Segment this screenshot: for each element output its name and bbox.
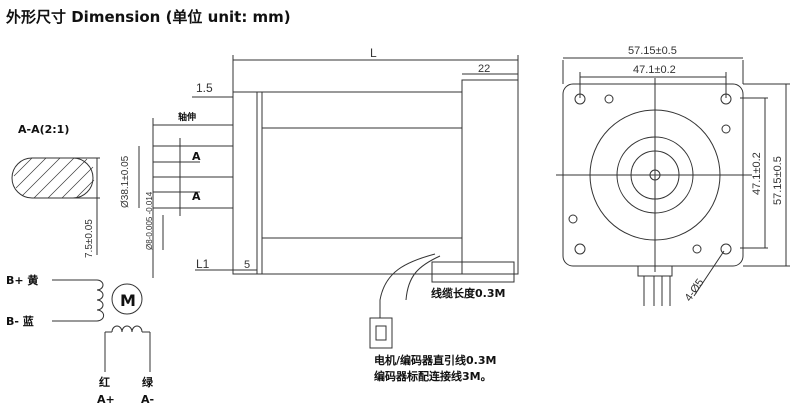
dim-22: 22 xyxy=(478,63,490,75)
cable-boot-front xyxy=(637,265,673,277)
motor-symbol-label: M xyxy=(120,291,136,310)
front-view: 57.15±0.5 47.1±0.2 47.1±0.2 57.15±0.5 xyxy=(556,45,790,306)
wire-color-green: 绿 xyxy=(142,375,154,389)
wiring-schematic: B+ 黄 B- 蓝 M 红 绿 A+ A- xyxy=(6,273,154,406)
coil-a xyxy=(111,325,143,333)
section-view: A-A(2:1) 7.5±0.05 xyxy=(11,123,100,258)
dim-L1: L1 xyxy=(196,257,210,271)
coil-b xyxy=(96,279,105,322)
dim-d8: Ø8-0.005 -0.014 xyxy=(145,191,154,250)
cable-length-label: 线缆长度0.3M xyxy=(431,286,505,300)
lead-note-2: 编码器标配连接线3M。 xyxy=(374,369,492,383)
shaft-extension-label: 轴伸 xyxy=(178,111,196,123)
page-title: 外形尺寸 Dimension (单位 unit: mm) xyxy=(6,8,291,26)
lead-note-1: 电机/编码器直引线0.3M xyxy=(374,353,496,367)
wire-a-plus: A+ xyxy=(97,393,115,406)
dim-width-outer: 57.15±0.5 xyxy=(628,45,677,57)
dim-1.5: 1.5 xyxy=(196,81,213,95)
cable-wire xyxy=(379,253,436,318)
flange-outline xyxy=(232,91,258,275)
connector-plug xyxy=(369,317,393,349)
dim-height-inner: 47.1±0.2 xyxy=(751,152,763,195)
dim-height-outer: 57.15±0.5 xyxy=(772,156,784,205)
dim-d38: Ø38.1±0.05 xyxy=(120,155,131,208)
section-dim-7.5: 7.5±0.05 xyxy=(84,219,95,258)
dim-holes: 4-Ø5 xyxy=(683,277,707,304)
wire-color-red: 红 xyxy=(99,375,110,389)
section-label: A-A(2:1) xyxy=(18,123,69,136)
wire-b-plus: B+ 黄 xyxy=(6,273,38,287)
dim-width-inner: 47.1±0.2 xyxy=(633,64,676,76)
side-view: A A 轴伸 Ø38.1±0.05 Ø8-0.005 -0.014 L 22 1… xyxy=(120,46,519,383)
dim-L: L xyxy=(370,46,377,60)
shaft-section-hatch xyxy=(13,157,95,199)
shaft-section-outline xyxy=(11,157,94,199)
mount-holes xyxy=(568,93,732,255)
dim-5: 5 xyxy=(244,259,250,271)
rear-cover xyxy=(461,79,519,275)
motor-body xyxy=(256,91,463,275)
cable-exit-boot xyxy=(431,261,515,283)
wire-a-minus: A- xyxy=(141,393,154,406)
wire-b-minus: B- 蓝 xyxy=(6,314,34,328)
motor-symbol xyxy=(111,283,143,315)
section-marker-a-top: A xyxy=(192,150,201,163)
section-marker-a-bottom: A xyxy=(192,190,201,203)
